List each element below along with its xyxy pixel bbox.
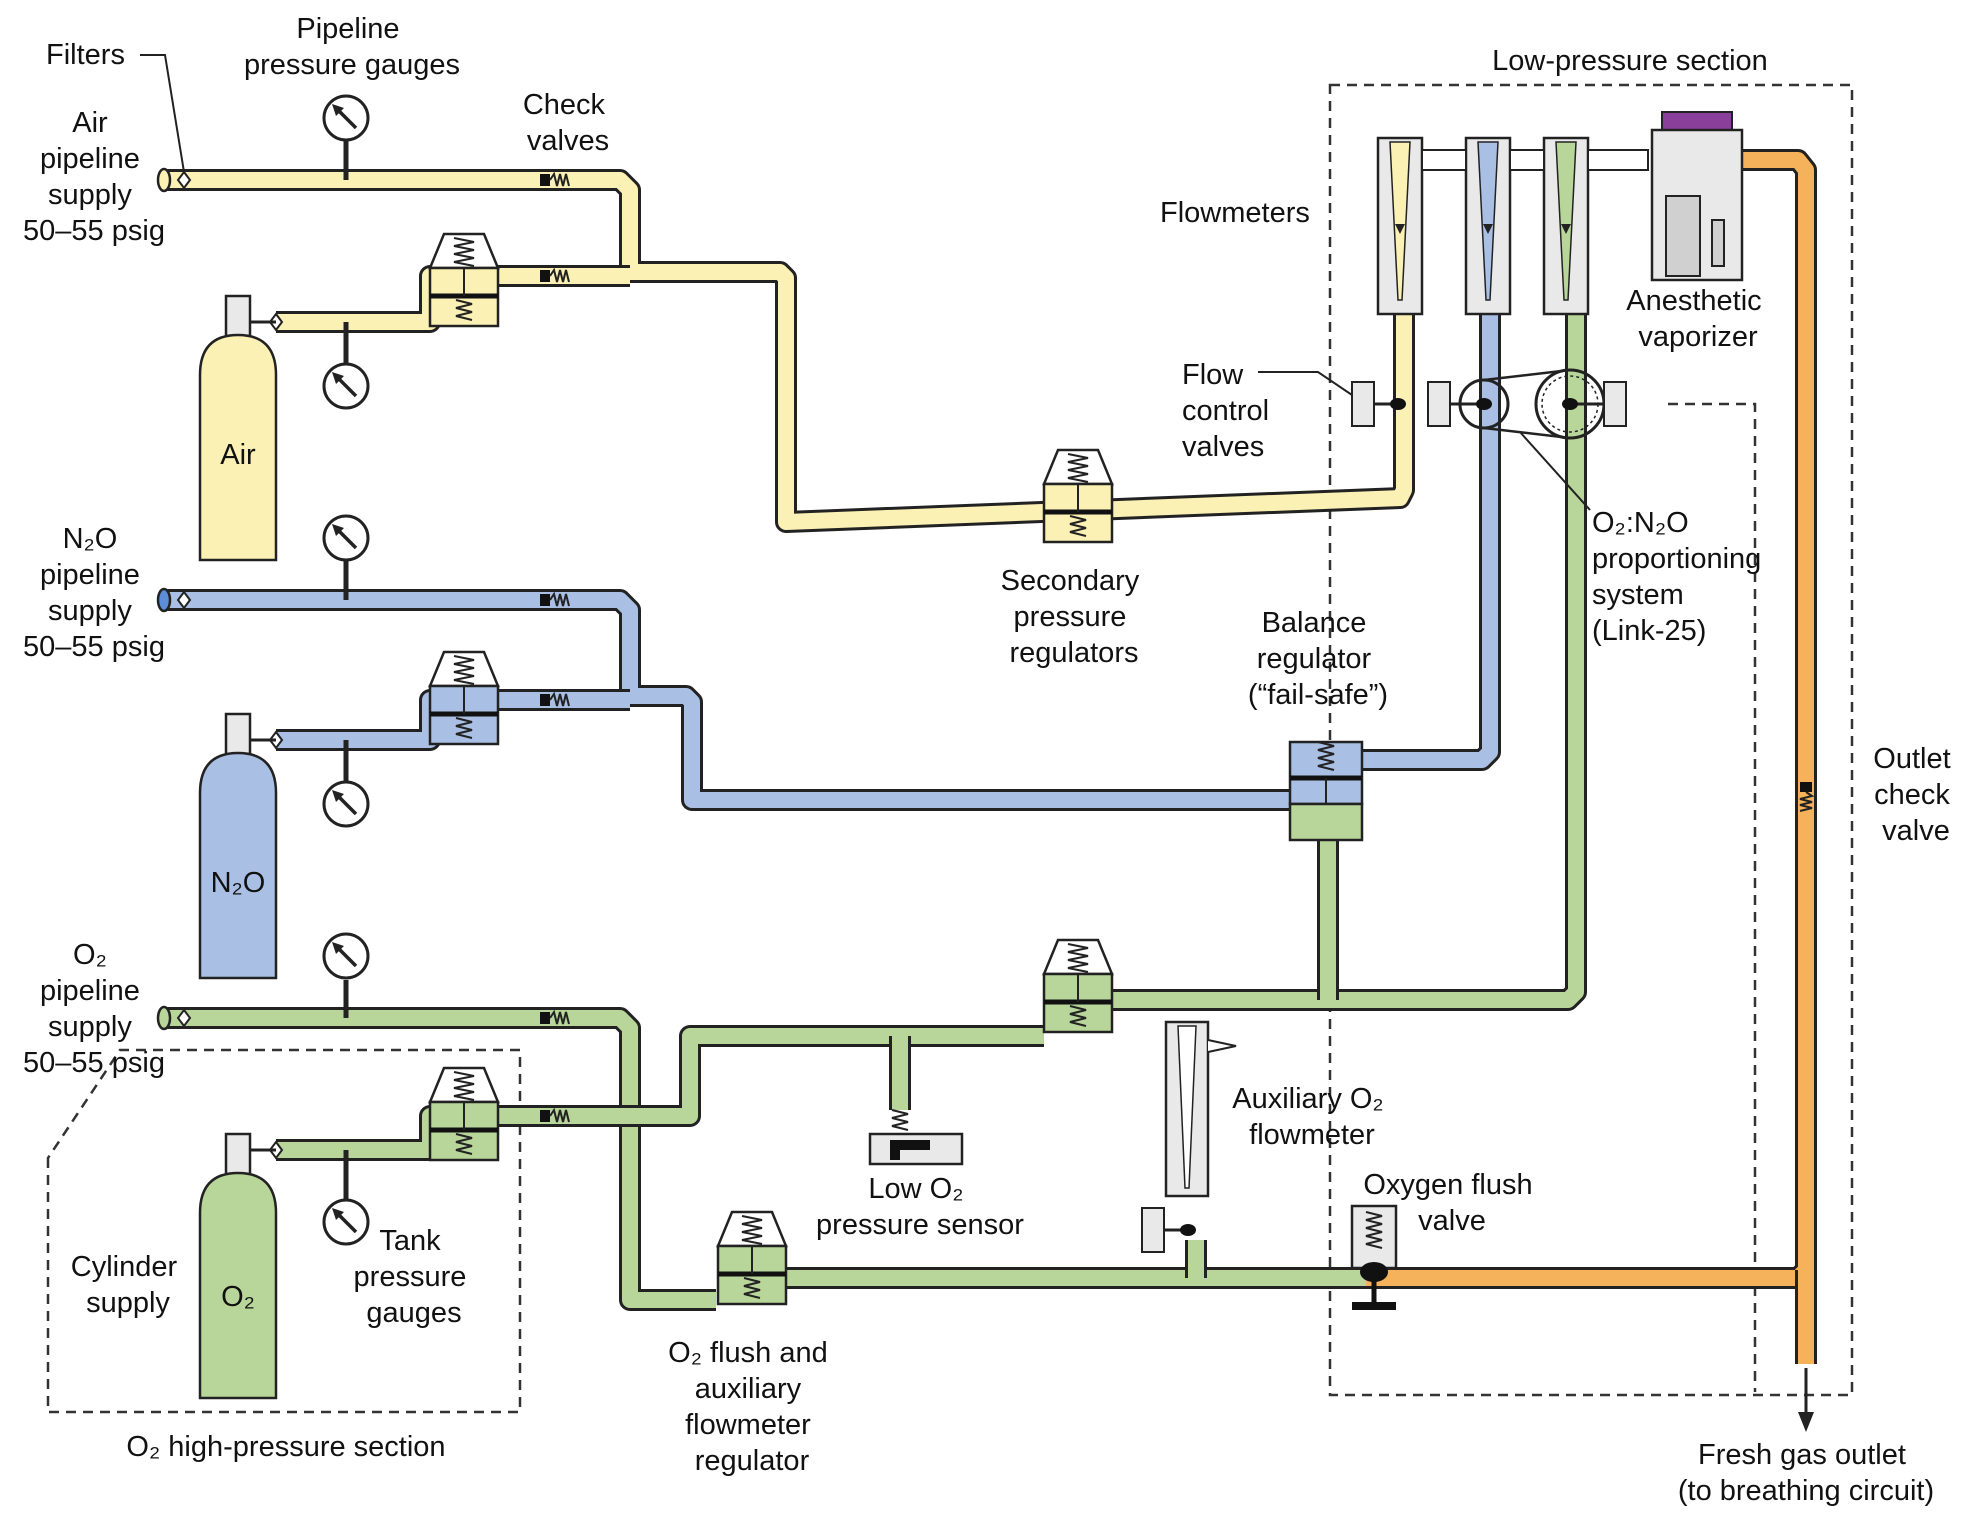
flowmeter-n2o [1464,136,1512,316]
cylinder-supply-label: Cylinder supply [71,1251,185,1319]
o2-secondary-regulator-icon [1044,940,1112,1032]
proportioning-leader [1519,431,1591,511]
flow-control-valve-air [1351,381,1406,427]
air-cylinder-label: Air [220,439,256,471]
tank-gauges-label: Tank pressure gauges [354,1225,475,1329]
o2-piping [164,300,1587,1311]
proportioning-label: O₂:N₂O proportioning system (Link-25) [1592,507,1769,647]
outlet-check-valve-label: Outlet check valve [1873,743,1958,847]
air-supply-label: Air pipeline supply 50–55 psig [23,107,165,247]
vaporizer-label: Anesthetic vaporizer [1626,285,1769,353]
low-pressure-section-label: Low-pressure section [1492,45,1768,77]
flowmeters-label: Flowmeters [1160,197,1310,229]
check-valves-label: Check valves [523,89,613,157]
o2-cylinder-regulator-icon [430,1068,498,1160]
n2o-cylinder-regulator-icon [430,652,498,744]
flowmeter-manifold [1421,149,1649,171]
anesthetic-vaporizer [1650,111,1744,282]
o2-pipeline-gauge-icon [322,932,370,980]
aux-flowmeter-label: Auxiliary O₂ flowmeter [1232,1083,1392,1151]
vaporizer-dashed-link [1668,402,1757,1392]
oxygen-flush-label: Oxygen flush valve [1363,1169,1540,1237]
o2-supply-label: O₂ pipeline supply 50–55 psig [23,939,165,1079]
o2-cylinder-label: O₂ [221,1281,255,1313]
low-pressure-section-box [1328,83,1854,1397]
filters-leader [140,54,185,173]
o2-high-pressure-label: O₂ high-pressure section [126,1431,445,1463]
pipeline-gauges-label: Pipeline pressure gauges [244,13,460,81]
air-piping [164,140,1415,533]
flowmeter-o2 [1542,136,1590,316]
low-o2-pressure-sensor [868,1109,964,1166]
balance-regulator-label: Balance regulator (“fail-safe”) [1248,607,1388,711]
n2o-supply-label: N₂O pipeline supply 50–55 psig [23,523,165,663]
fresh-gas-piping [1366,149,1817,1432]
flow-control-leader [1258,371,1353,396]
n2o-cylinder [198,712,278,980]
flowmeter-air [1376,136,1424,316]
auxiliary-o2-flowmeter [1141,1020,1237,1253]
air-cylinder-regulator-icon [430,234,498,326]
n2o-tank-gauge-icon [322,780,370,828]
secondary-regulators-label: Secondary pressure regulators [1001,565,1148,669]
o2-high-pressure-section-box [46,1048,522,1414]
air-tank-gauge-icon [322,362,370,410]
flush-aux-regulator-icon [718,1212,786,1304]
flow-control-valves-label: Flow control valves [1182,359,1277,463]
balance-regulator [1288,740,1364,842]
air-cylinder [198,294,278,562]
pipeline-inlets [156,167,172,1031]
n2o-cylinder-label: N₂O [211,867,266,899]
air-pipeline-gauge-icon [322,94,370,142]
flow-control-valve-n2o [1427,378,1510,430]
filters-label: Filters [46,39,125,71]
o2-tank-gauge-icon [322,1198,370,1246]
o2-cylinder [198,1132,278,1400]
air-secondary-regulator-icon [1044,450,1112,542]
link-25-chain [1483,368,1571,440]
flush-regulator-label: O₂ flush and auxiliary flowmeter regulat… [668,1337,836,1477]
fresh-gas-outlet-label: Fresh gas outlet (to breathing circuit) [1678,1439,1934,1507]
n2o-pipeline-gauge-icon [322,514,370,562]
low-o2-sensor-label: Low O₂ pressure sensor [816,1173,1024,1241]
oxygen-flush-valve [1350,1204,1398,1310]
